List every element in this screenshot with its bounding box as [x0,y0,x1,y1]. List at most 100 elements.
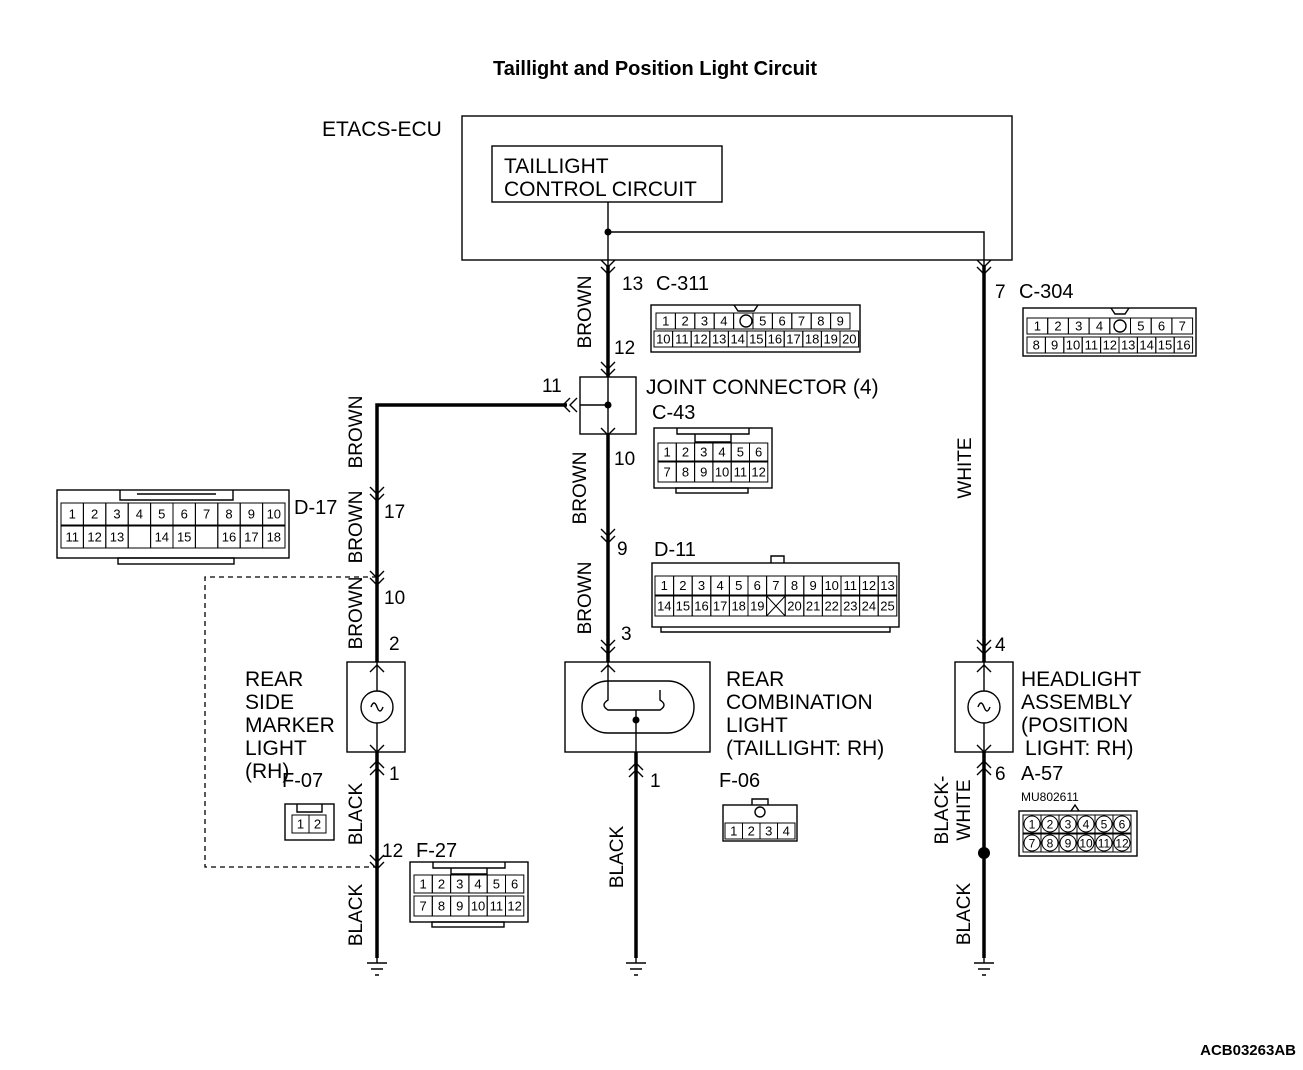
rear-side-marker-filament [370,662,384,752]
connector-cell-label: 10 [1079,836,1093,850]
connector-cell-label: 20 [842,332,856,347]
connector-cell [1112,814,1132,834]
pin-circle [1077,815,1095,833]
joint-junction-dot [604,401,612,409]
connector-cell [262,525,286,549]
rear-side-marker-chevrons [369,664,385,753]
rear-combination-light-label: REAR COMBINATION LIGHT (TAILLIGHT: RH) [726,668,884,760]
connector-cell-label: 12 [1103,338,1117,353]
connector-cell-label: 4 [783,824,790,839]
connector-cell-label: 17 [244,530,258,545]
svg-text:REAR: REAR [726,668,784,691]
svg-text:LIGHT: LIGHT [245,737,307,760]
wire-color-brown-center-low: BROWN [575,562,596,635]
connector-cell-label: 9 [456,899,463,914]
connector-cell-label: 11 [1098,836,1111,850]
rear-combination-chevron [600,664,616,673]
connector-cell-label: 3 [1065,817,1072,831]
connector-cell-label: 9 [809,578,816,593]
connector-cell-label: 1 [69,507,76,522]
connector-c304-id: C-304 [1019,281,1073,303]
connector-cell-label: 12 [693,332,707,347]
connector-cell-label: 19 [823,332,837,347]
connector-cell-label: 6 [181,507,188,522]
rear-side-marker-pin-2: 2 [389,634,400,655]
connector-cell-label: 5 [759,314,766,329]
connector-cell-label: 8 [1033,338,1040,353]
pin-circle [1023,815,1041,833]
svg-text:(RH): (RH) [245,760,289,783]
connector-cell-label: 4 [136,507,143,522]
connector-cell-label: 5 [737,445,744,460]
rear-combination-dot [632,716,640,724]
headlight-pin-6: 6 [995,764,1006,785]
connector-cell-label: 15 [676,599,690,614]
connector-c311-id: C-311 [656,273,709,295]
connector-cell [127,525,152,549]
pin-circle [1077,834,1095,852]
figure-code: ACB03263AB [1200,1042,1296,1059]
connector-cell-label: 10 [471,899,485,914]
connector-cell-label: 12 [862,578,876,593]
connector-f27-id: F-27 [416,840,457,862]
connector-cell-label: 7 [772,578,779,593]
connector-cell-label: 13 [880,578,894,593]
connector-cell-label: 2 [681,314,688,329]
connector-cell-label: 8 [791,578,798,593]
connector-cell-label: 4 [720,314,727,329]
connector-cell-label: 12 [751,465,765,480]
connector-cell-label: 2 [91,507,98,522]
ecu-junction-dot [604,228,612,236]
connector-cell-label: 16 [694,599,708,614]
connector-cell-label: 9 [248,507,255,522]
connector-cell-label: 3 [700,445,707,460]
connector-f06-id: F-06 [719,770,760,792]
rear-combination-bulb-icon [581,680,695,734]
joint-connector-label: JOINT CONNECTOR (4) [646,376,879,399]
joint-pin-11: 11 [542,376,562,397]
connector-cell-label: 18 [267,530,281,545]
pin-circle [1023,834,1041,852]
joint-pin-12: 12 [614,338,635,359]
connector-cell-label: 8 [1047,836,1054,850]
svg-text:REAR: REAR [245,668,303,691]
etacs-ecu-label: ETACS-ECU [322,118,442,141]
connector-cell-label: 4 [716,578,723,593]
joint-down-chevron [600,427,616,436]
connector-cell [262,502,286,526]
connector-cell-label: 4 [1083,817,1090,831]
connector-cell-label: 5 [158,507,165,522]
connector-cell-label: 10 [656,332,670,347]
rear-combination-pin-3: 3 [621,624,632,645]
left-brown-wire [375,403,567,662]
connector-cell-label: 15 [177,530,191,545]
connector-cell-label: 3 [113,507,120,522]
connector-a57-part: MU802611 [1021,790,1079,804]
svg-text:ASSEMBLY: ASSEMBLY [1021,691,1133,714]
connector-cell-label: 15 [1158,338,1172,353]
connector-cell-label: 10 [1066,338,1080,353]
connector-cell-label: 5 [1137,319,1144,334]
f27-pin-12: 12 [382,841,403,862]
headlight-filament [977,662,991,752]
pin-circle [1113,815,1131,833]
connector-cell [1112,833,1132,853]
connector-cell-label: 4 [718,445,725,460]
pin-circle [1041,815,1059,833]
wire-color-brown-top: BROWN [575,276,596,349]
connector-a57-id: A-57 [1021,763,1063,785]
connector-cell [505,895,525,917]
connector-cell-label: 7 [420,899,427,914]
wire-color-black-left-low: BLACK [346,884,367,947]
connector-cell-label: 1 [662,314,669,329]
connector-cell-label: 14 [730,332,744,347]
connector-cell-label: 9 [1065,836,1072,850]
connector-cell-label: 10 [267,507,281,522]
connector-cell-label: 2 [679,578,686,593]
connector-cell-label: 6 [1119,817,1126,831]
c311-pin-13: 13 [622,274,643,295]
pin-circle [1095,834,1113,852]
joint-left-chevron [562,397,578,413]
connector-cell-label: 1 [661,578,668,593]
